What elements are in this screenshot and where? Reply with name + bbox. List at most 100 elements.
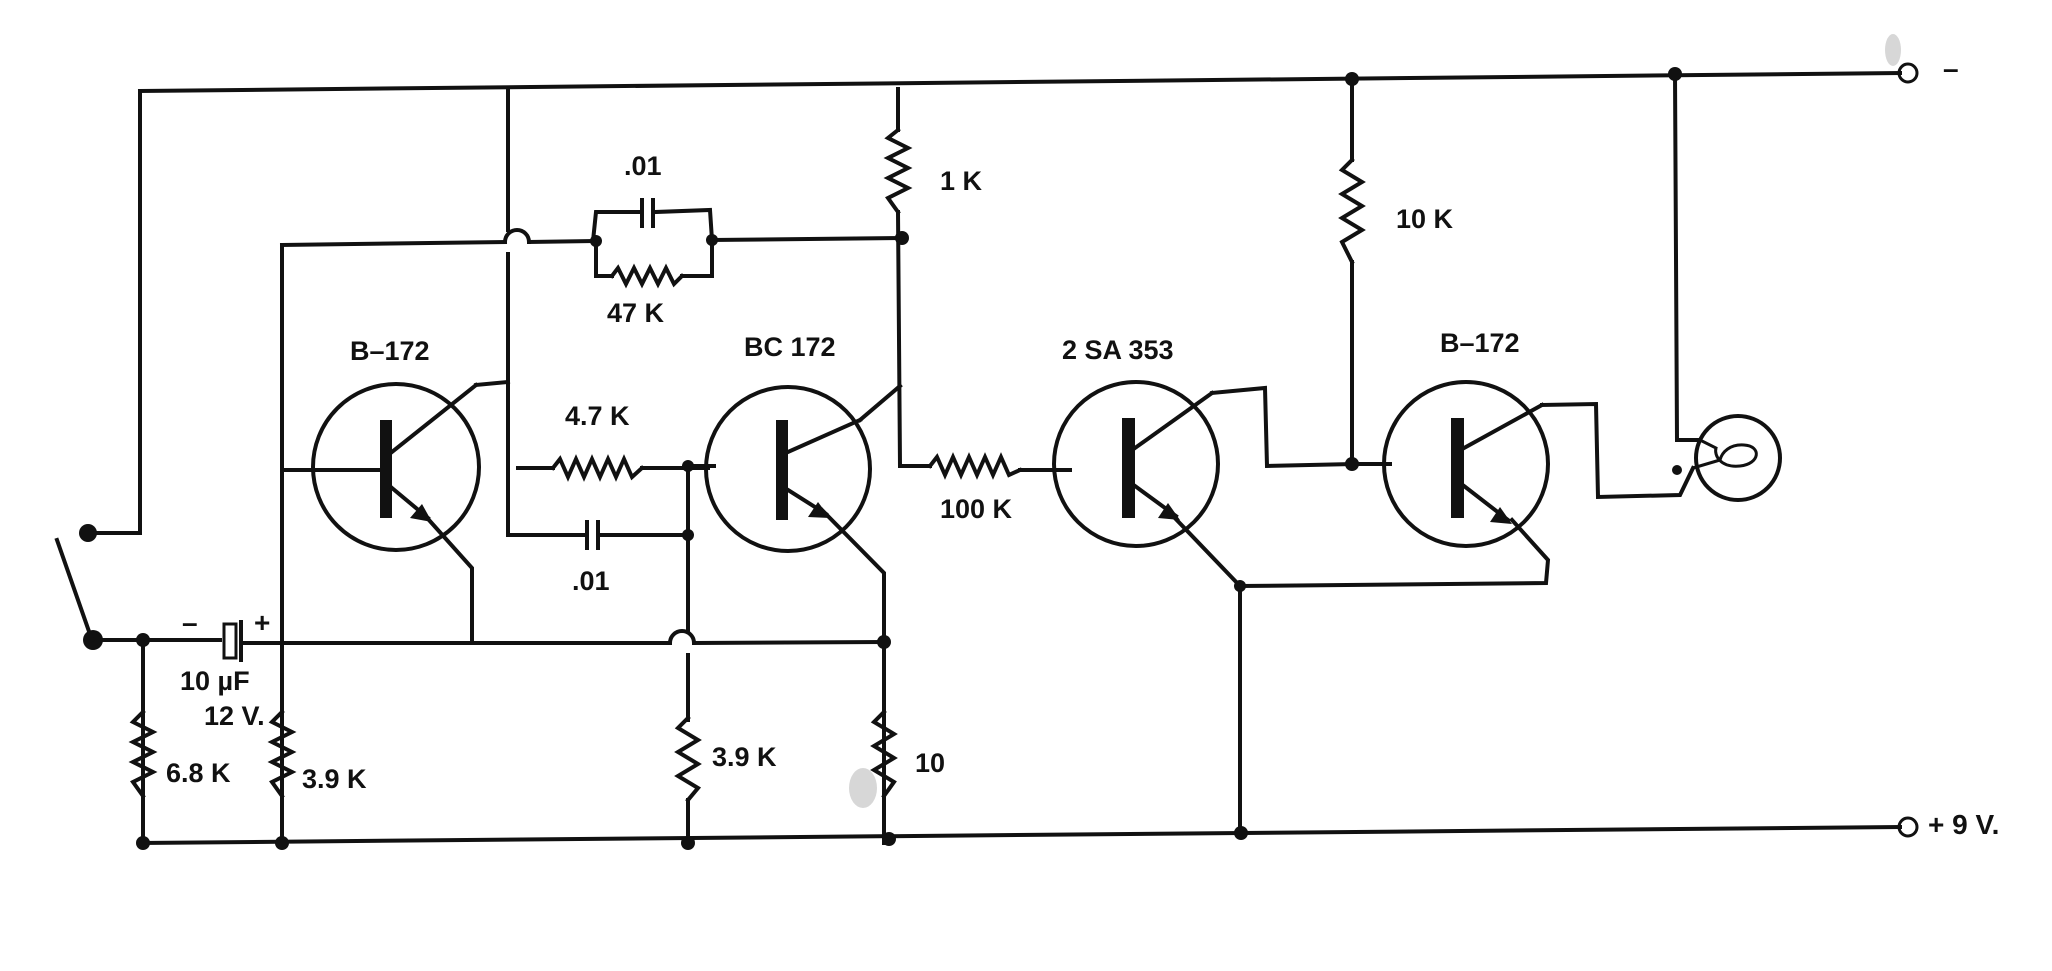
transistor-q4: B–172 <box>1382 328 1550 548</box>
transistor-collector-lead <box>1461 402 1545 451</box>
c-elec-value-label: 10 µF <box>180 666 250 696</box>
junction-dot <box>1234 580 1246 592</box>
r-47k-label: 47 K <box>607 298 665 328</box>
r-3-9k-mid-label: 3.9 K <box>712 742 777 772</box>
emitter-arrow <box>808 502 830 518</box>
junction-dot <box>706 234 718 246</box>
transistor-body <box>1052 380 1220 548</box>
resistor-4-7k <box>550 454 645 482</box>
junction-dot <box>882 832 896 846</box>
rc-top-left-wire <box>590 210 642 244</box>
electrolytic-capacitor-body <box>222 622 238 660</box>
switch-feed-wire <box>88 89 142 535</box>
r-10-label: 10 <box>915 748 945 778</box>
r-3-9k-left-label: 3.9 K <box>302 764 367 794</box>
top-feedback-wire <box>279 239 508 248</box>
r-100k-label: 100 K <box>940 494 1013 524</box>
transistor-body <box>1382 380 1550 548</box>
junction-dots <box>136 67 1682 850</box>
top-feedback-wire-2 <box>526 238 596 245</box>
transistor-base-bar <box>380 420 392 518</box>
q1-collector-wire <box>473 379 511 388</box>
junction-dot <box>1668 67 1682 81</box>
lamp <box>1692 414 1782 502</box>
junction-dot <box>1345 457 1359 471</box>
emitter-bus-end <box>691 639 887 646</box>
positive-rail <box>137 824 1903 846</box>
q4-collector-wire <box>1539 401 1696 500</box>
wiring <box>88 70 1903 846</box>
resistor-3-9k-left <box>267 709 297 799</box>
r-6-8k-label: 6.8 K <box>166 758 231 788</box>
switch-contact-top <box>79 524 97 542</box>
r1k-bottom-wire <box>895 209 932 468</box>
transistor-collector-lead <box>785 417 863 455</box>
lamp-bulb <box>1694 414 1782 502</box>
transistor-collector-lead <box>389 382 479 455</box>
r-1k-label: 1 K <box>940 166 983 196</box>
junction-dot <box>682 460 694 472</box>
rc-top-out-wire <box>709 235 906 243</box>
transistor-q3: 2 SA 353 <box>1052 335 1220 548</box>
c-elec-voltage-label: 12 V. <box>204 701 265 731</box>
q2-label: BC 172 <box>744 332 836 362</box>
negative-terminal <box>1897 62 1919 84</box>
resistors: 1 K 10 K 47 K 4.7 K 100 K 6.8 K 3.9 K 3.… <box>128 127 1454 845</box>
q4-label: B–172 <box>1440 328 1520 358</box>
top-feedback-hop <box>502 228 532 245</box>
transistor-collector-lead <box>1132 390 1215 451</box>
resistor-1k <box>883 127 913 215</box>
resistor-100k <box>927 452 1023 480</box>
transistor-base-bar <box>1122 418 1135 518</box>
smudge <box>1885 34 1901 66</box>
cap-plus-label: + <box>254 607 270 638</box>
emitter-arrow <box>410 504 432 522</box>
junction-dot <box>590 235 602 247</box>
junction-dot <box>1345 72 1359 86</box>
resistor-47k <box>609 263 685 289</box>
emitter-bus-hop <box>667 629 697 646</box>
capacitors: .01 .01 – + 10 µF 12 V. <box>180 151 662 731</box>
junction-dot <box>877 635 891 649</box>
power-switch <box>54 524 103 650</box>
positive-terminal-label: + 9 V. <box>1928 809 1999 840</box>
negative-terminal-label: – <box>1943 53 1959 84</box>
rc-top-right-wire <box>652 207 715 243</box>
q3-label: 2 SA 353 <box>1062 335 1174 365</box>
r-10k-label: 10 K <box>1396 204 1454 234</box>
q3-emitter-wire <box>1169 512 1551 589</box>
junction-dot <box>1234 826 1248 840</box>
q1-emitter-wire <box>417 507 474 645</box>
negative-rail <box>137 70 1903 94</box>
junction-dot <box>682 529 694 541</box>
junction-dot <box>136 836 150 850</box>
cap-minus-label: – <box>182 607 198 638</box>
terminals: – + 9 V. <box>1897 53 1999 840</box>
emitter-arrow <box>1490 507 1512 524</box>
q3-collector-wire <box>1209 385 1355 469</box>
c-top-label: .01 <box>624 151 662 181</box>
emitter-arrow <box>1158 503 1180 520</box>
positive-terminal <box>1897 816 1919 838</box>
transistor-q1: B–172 <box>311 336 481 552</box>
resistor-10-ohm <box>870 709 898 799</box>
r10k-bottom-wire <box>1350 260 1392 466</box>
c-mid-label: .01 <box>572 566 610 596</box>
junction-dot <box>1672 465 1682 475</box>
transistor-body <box>704 385 872 553</box>
rc-top-bottom-right <box>680 238 714 278</box>
junction-dot <box>136 633 150 647</box>
switch-lever <box>54 537 95 643</box>
junction-dot <box>275 836 289 850</box>
lamp-filament <box>1692 438 1758 470</box>
transistor-base-bar <box>1451 418 1464 518</box>
r-4-7k-label: 4.7 K <box>565 401 630 431</box>
rc-top-bottom-left <box>594 239 614 278</box>
resistor-10k <box>1338 157 1366 265</box>
transistor-body <box>311 382 481 552</box>
q1-label: B–172 <box>350 336 430 366</box>
q2-collector-wire <box>857 383 903 423</box>
transistor-base-bar <box>776 420 788 520</box>
resistor-3-9k-mid <box>674 715 702 803</box>
